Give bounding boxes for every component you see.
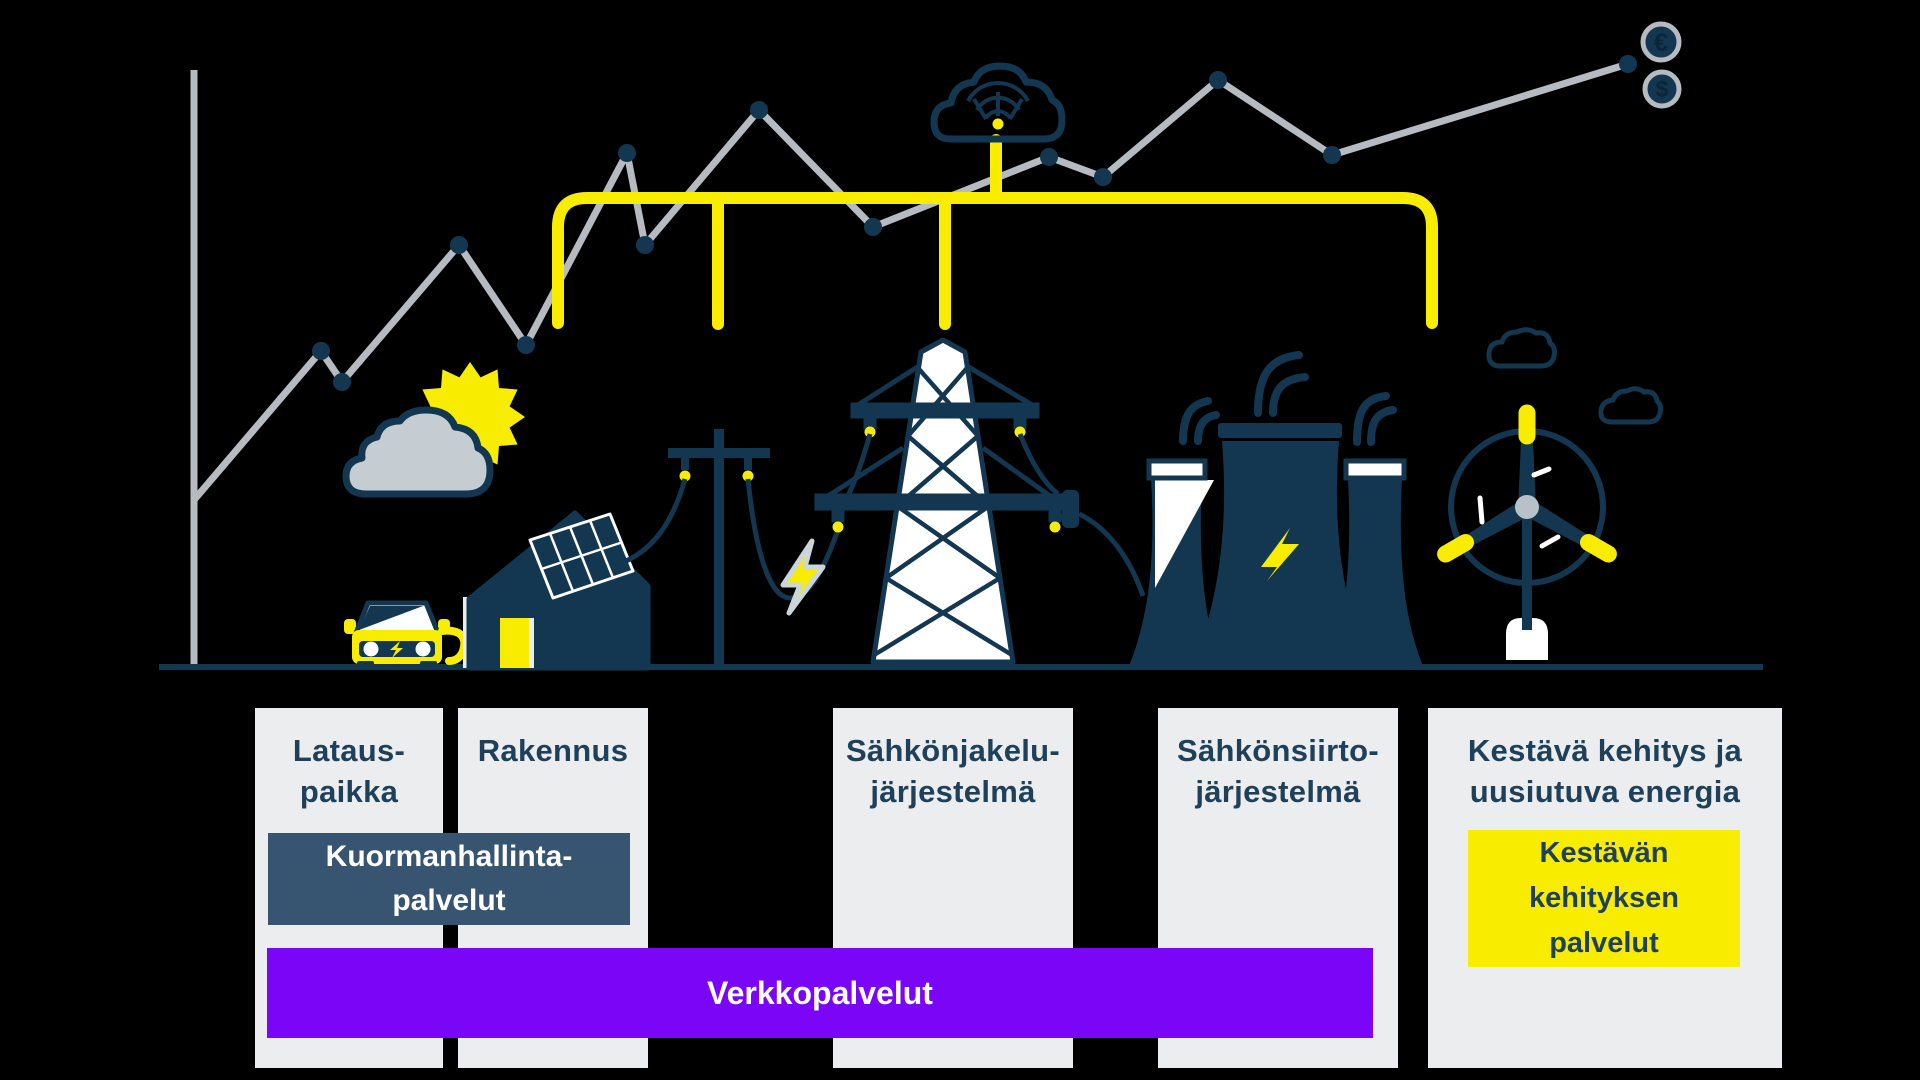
small-cloud-icon [1486,327,1557,369]
growth-chart: € $ [191,21,1682,503]
small-cloud-icon [1598,386,1664,425]
insulator-dot [1049,521,1061,533]
data-point-dot [333,373,351,391]
column-charging-label: Lataus- paikka [292,733,406,809]
house-solar [463,510,651,671]
turbine-hub [1515,495,1539,519]
utility-pole [624,429,841,666]
power-plant [1129,351,1423,666]
insulator-dot [832,521,844,533]
data-point-dot [750,101,768,119]
turbine-base [1506,618,1548,660]
house-wall-highlight [463,597,469,668]
wire-to-plant [1077,511,1146,597]
ev-car [344,600,469,669]
euro-coin-icon: € [1640,21,1682,63]
transmission-tower [814,337,1146,665]
car-roof-shade [359,606,423,630]
car-headlight-left [363,641,379,657]
cloud-ai-icon [930,62,1066,143]
column-building-label: Rakennus [477,733,629,768]
cloud-sun-icon [342,406,494,498]
column-distribution-label: Sähkönjakelu- järjestelmä [845,733,1061,809]
wind-turbine [1437,404,1617,660]
cooling-tower-right [1329,458,1423,666]
lightning-bolt-icon [780,538,826,616]
data-point-dot [1209,71,1227,89]
insulator-dot [679,470,691,482]
dollar-symbol: $ [1656,76,1669,102]
insulator-dot [742,470,754,482]
car-headlight-right [415,641,431,657]
plug-icon [1053,490,1079,528]
growth-line-points [312,55,1637,391]
data-point-dot [1040,148,1058,166]
cooling-tower-center [1194,423,1368,664]
data-point-dot [517,336,535,354]
column-sustainability-label: Kestävä kehitys ja uusiutuva energia [1467,733,1743,809]
car-wheel-left [357,661,374,669]
data-point-dot [1323,146,1341,164]
data-point-dot [864,218,882,236]
plant-bolt-icon [1261,528,1299,581]
turbine-mast [1522,512,1532,660]
sustainable-services-bar: Kestävän kehityksen palvelut [1468,830,1740,967]
small-clouds [1486,327,1664,425]
car-wheel-right [420,661,437,669]
load-management-bar: Kuormanhallinta- palvelut [268,833,630,925]
column-transmission-label: Sähkönsiirto- järjestelmä [1177,733,1379,809]
charging-cable [438,626,469,665]
data-point-dot [636,236,654,254]
cooling-tower-left [1129,458,1221,666]
car-bolt-icon [390,641,403,658]
house-door-frame [529,618,534,668]
data-point-dot [312,342,330,360]
dollar-coin-icon: $ [1642,69,1682,109]
growth-line [191,60,1630,503]
wire-to-house [624,478,688,564]
car-mirror-left [344,619,356,634]
solar-panel [528,512,635,600]
steam-pipes [1179,351,1397,446]
data-point-dot [1094,168,1112,186]
euro-symbol: € [1654,29,1668,57]
wire-to-tower [745,478,841,601]
data-point-dot [450,236,468,254]
yellow-connector [552,134,1438,330]
data-point-dot [618,144,636,162]
network-services-bar: Verkkopalvelut [267,948,1373,1038]
house-door [500,618,529,668]
data-point-dot [1619,55,1637,73]
